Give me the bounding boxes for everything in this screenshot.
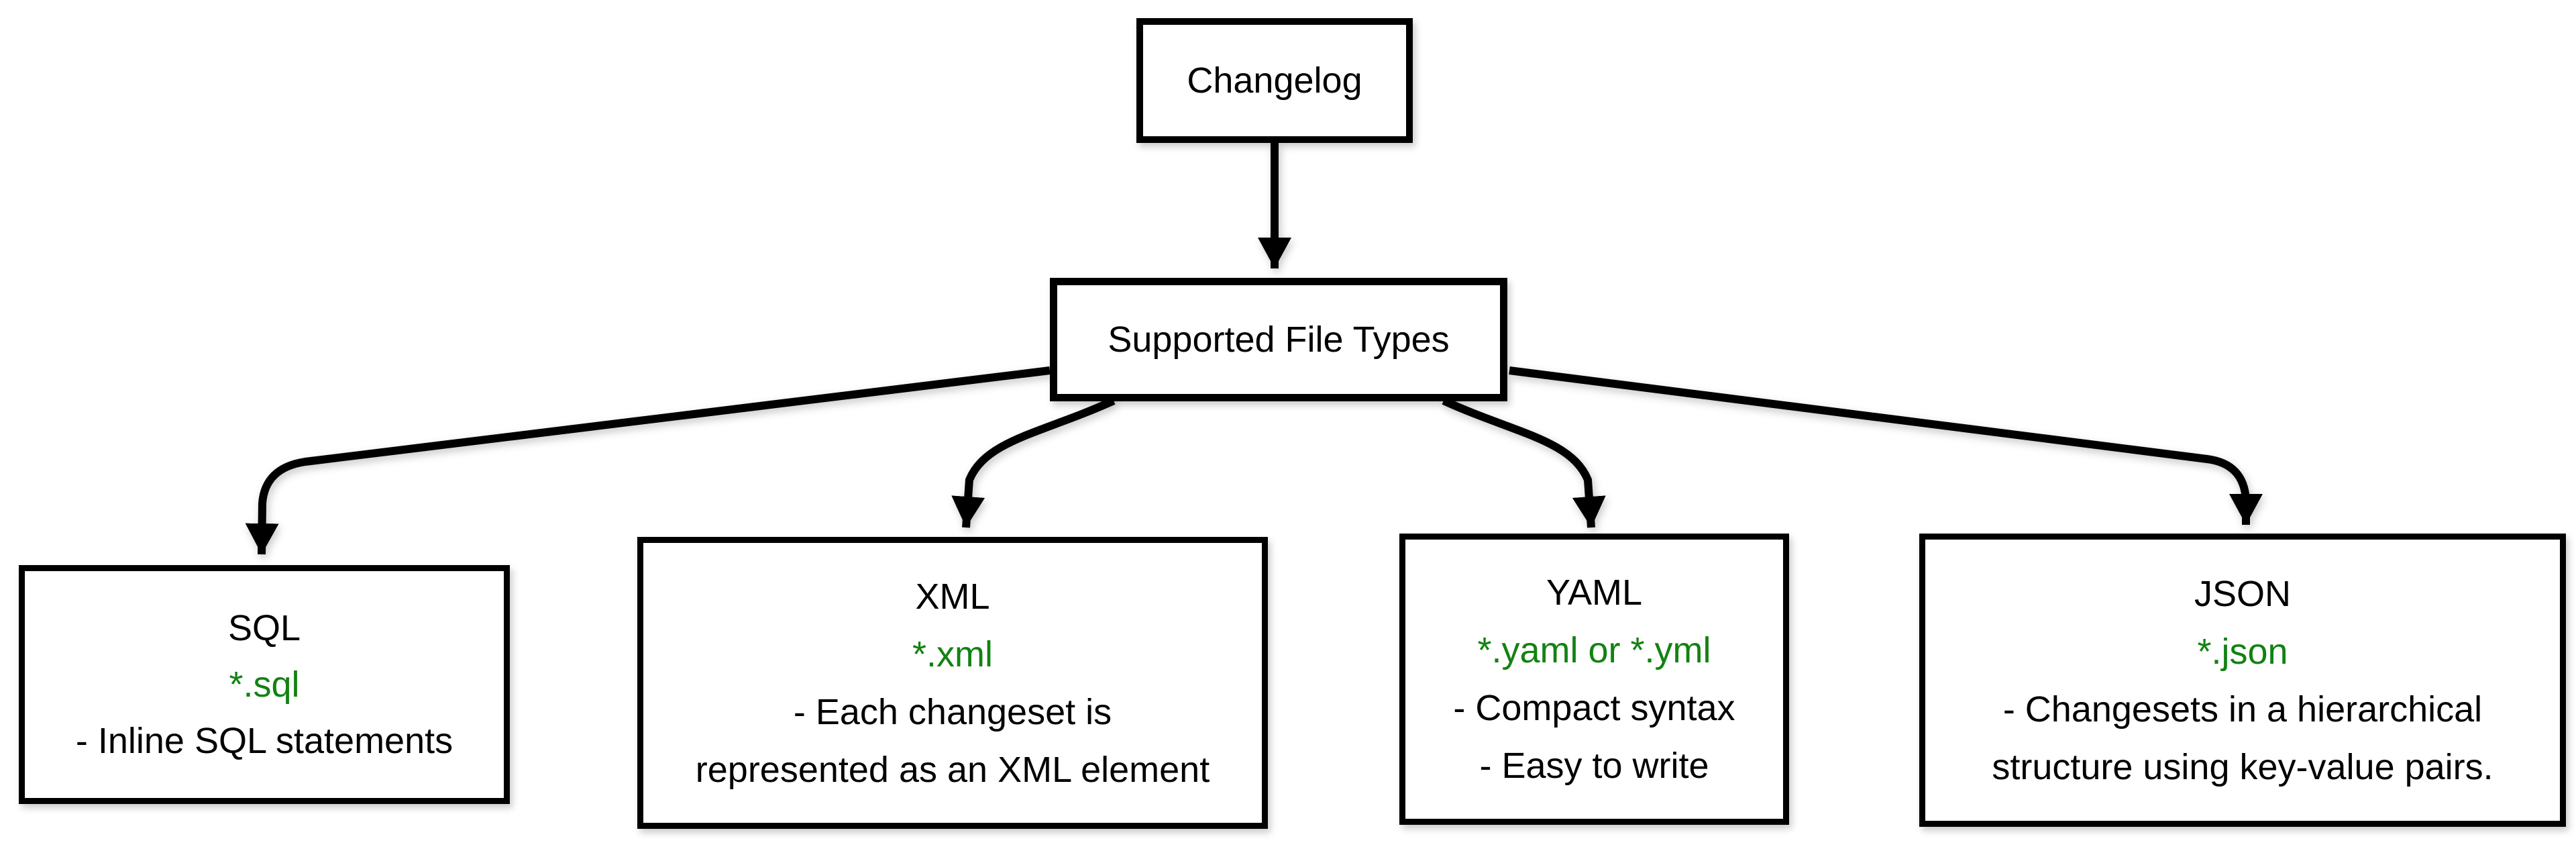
node-yaml: YAML *.yaml or *.yml - Compact syntax - … xyxy=(1399,534,1789,825)
node-changelog: Changelog xyxy=(1136,18,1413,143)
edge-hub-to-yaml xyxy=(1442,397,1606,528)
file-type-extension: *.json xyxy=(2197,631,2288,672)
file-type-note: represented as an XML element xyxy=(695,749,1210,790)
file-type-name: JSON xyxy=(2194,573,2292,614)
file-type-name: YAML xyxy=(1546,572,1643,613)
file-type-name: SQL xyxy=(227,608,301,648)
file-type-extension: *.yaml or *.yml xyxy=(1477,630,1711,670)
edge-hub-to-sql xyxy=(245,366,1051,555)
node-supported-file-types: Supported File Types xyxy=(1050,278,1507,401)
node-sql: SQL *.sql - Inline SQL statements xyxy=(19,565,510,804)
file-type-extension: *.sql xyxy=(229,664,300,705)
file-type-extension: *.xml xyxy=(912,634,993,674)
node-xml: XML *.xml - Each changeset is represente… xyxy=(637,537,1268,829)
node-changelog-label: Changelog xyxy=(1187,60,1362,101)
node-json: JSON *.json - Changesets in a hierarchic… xyxy=(1919,534,2566,827)
edge-hub-to-json xyxy=(1509,366,2263,525)
node-hub-label: Supported File Types xyxy=(1108,319,1450,360)
edge-hub-to-xml xyxy=(951,397,1116,528)
file-type-note: - Inline SQL statements xyxy=(75,721,453,761)
file-type-note: - Easy to write xyxy=(1479,746,1709,786)
file-type-note: - Compact syntax xyxy=(1453,688,1735,728)
file-type-name: XML xyxy=(915,576,990,617)
file-type-note: - Changesets in a hierarchical xyxy=(2002,689,2483,730)
file-type-note: - Each changeset is xyxy=(793,691,1112,732)
file-type-note: structure using key-value pairs. xyxy=(1992,746,2493,787)
